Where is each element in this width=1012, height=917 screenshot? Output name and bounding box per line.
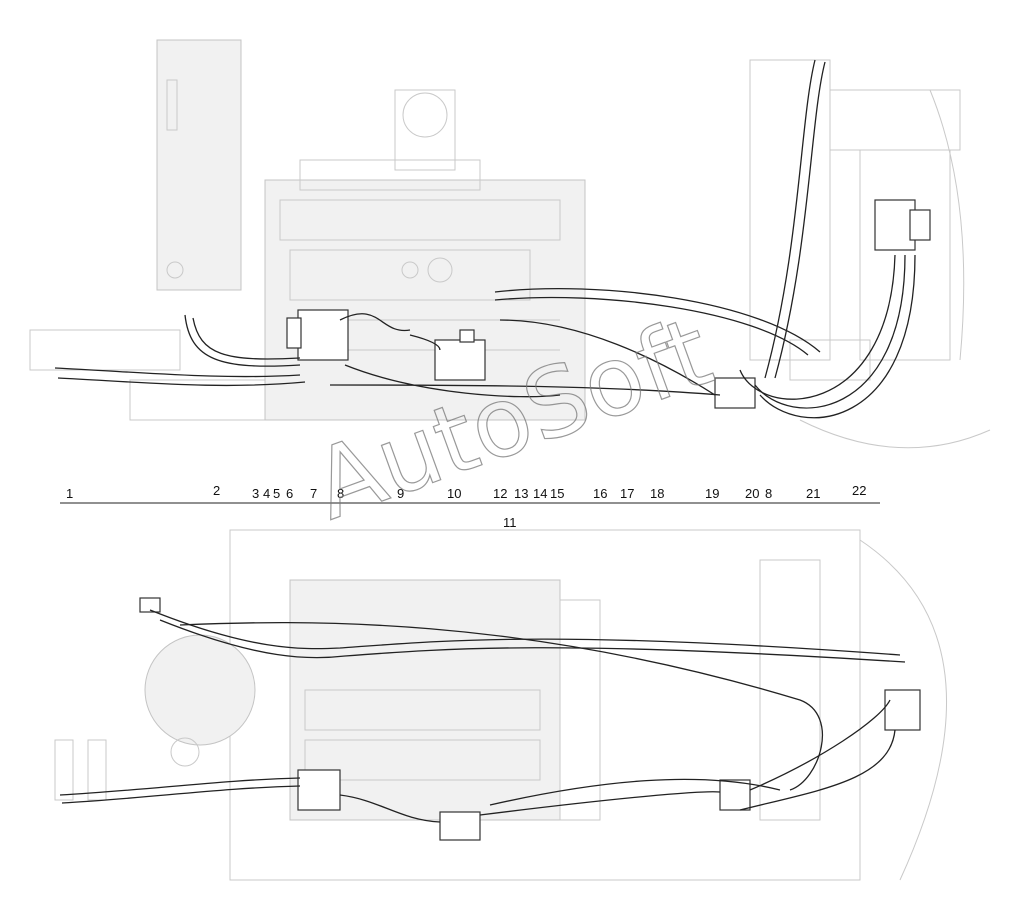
radiator-panel (156, 39, 242, 291)
callout-19: 19 (705, 486, 719, 501)
callout-5: 5 (273, 486, 280, 501)
callout-8: 8 (337, 486, 344, 501)
top-view (29, 39, 991, 449)
hydraulic-pump-top (297, 309, 349, 361)
callout-8: 8 (765, 486, 772, 501)
callouts-bottom: 11 (503, 515, 517, 530)
callout-21: 21 (806, 486, 820, 501)
callout-20: 20 (745, 486, 759, 501)
control-valve-bottom (439, 811, 481, 841)
callout-15: 15 (550, 486, 564, 501)
callout-14: 14 (533, 486, 547, 501)
callout-11: 11 (503, 515, 517, 530)
callout-13: 13 (514, 486, 528, 501)
steering-unit-top (874, 199, 916, 251)
callout-10: 10 (447, 486, 461, 501)
callout-3: 3 (252, 486, 259, 501)
steering-unit-bottom (884, 689, 921, 731)
callout-7: 7 (310, 486, 317, 501)
right-frame-side (749, 59, 991, 449)
distributor-block-bottom (719, 779, 751, 811)
hydraulic-pump-bottom (297, 769, 341, 811)
engine-block-side (264, 89, 586, 421)
callout-6: 6 (286, 486, 293, 501)
callout-1: 1 (66, 486, 73, 501)
callout-4: 4 (263, 486, 270, 501)
bottom-view (54, 529, 948, 881)
callout-12: 12 (493, 486, 507, 501)
callout-9: 9 (397, 486, 404, 501)
callout-2: 2 (213, 483, 220, 498)
callout-18: 18 (650, 486, 664, 501)
callout-22: 22 (852, 483, 866, 498)
flywheel-housing (144, 634, 256, 746)
control-valve-top (434, 339, 486, 381)
callout-16: 16 (593, 486, 607, 501)
pump-flange-top (286, 317, 302, 349)
callout-17: 17 (620, 486, 634, 501)
